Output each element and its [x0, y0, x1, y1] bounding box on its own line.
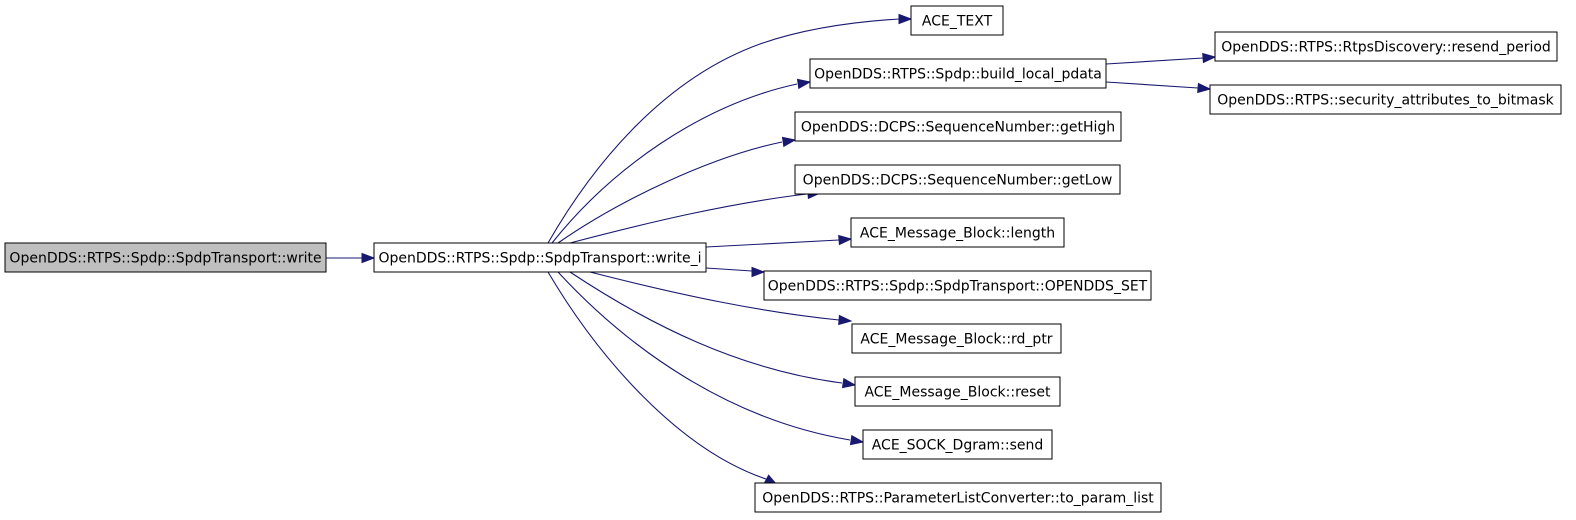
- node-label: OpenDDS::RTPS::Spdp::SpdpTransport::writ…: [378, 251, 701, 267]
- edges-layer: [326, 13, 1217, 486]
- edge-line: [569, 271, 843, 384]
- edge-arrowhead: [838, 314, 853, 326]
- node-label: OpenDDS::RTPS::RtpsDiscovery::resend_per…: [1221, 40, 1551, 56]
- edge-line: [705, 267, 753, 272]
- edge-line: [557, 141, 783, 244]
- node-box[interactable]: [4, 242, 327, 273]
- edge-arrowhead: [1202, 52, 1217, 64]
- node-build_local_pdata[interactable]: OpenDDS::RTPS::Spdp::build_local_pdata: [809, 58, 1107, 89]
- edge-write_i-to-reset: [569, 271, 857, 389]
- edge-arrowhead: [781, 136, 797, 148]
- node-label: ACE_Message_Block::reset: [864, 385, 1051, 401]
- node-box[interactable]: [809, 58, 1107, 89]
- edge-write_i-to-to_param_list: [547, 271, 779, 486]
- node-write_i[interactable]: OpenDDS::RTPS::Spdp::SpdpTransport::writ…: [373, 242, 707, 273]
- edge-write-to-write_i: [326, 252, 376, 264]
- edge-write_i-to-send: [557, 271, 865, 446]
- node-box[interactable]: [862, 429, 1053, 460]
- node-rd_ptr[interactable]: ACE_Message_Block::rd_ptr: [851, 323, 1062, 354]
- node-box[interactable]: [850, 217, 1065, 248]
- node-box[interactable]: [794, 164, 1121, 195]
- node-label: ACE_Message_Block::length: [860, 226, 1055, 242]
- edge-write_i-to-rd_ptr: [589, 271, 853, 326]
- edge-write_i-to-getLow: [569, 188, 822, 244]
- node-send[interactable]: ACE_SOCK_Dgram::send: [862, 429, 1053, 460]
- node-box[interactable]: [1209, 84, 1562, 115]
- node-box[interactable]: [910, 5, 1004, 36]
- edge-line: [551, 83, 798, 244]
- node-label: ACE_SOCK_Dgram::send: [872, 438, 1044, 454]
- edge-write_i-to-length: [705, 234, 853, 248]
- edge-write_i-to-build_local_pdata: [551, 78, 812, 244]
- node-box[interactable]: [763, 270, 1152, 301]
- node-box[interactable]: [851, 323, 1062, 354]
- node-label: OpenDDS::RTPS::Spdp::SpdpTransport::writ…: [9, 251, 321, 267]
- node-to_param_list[interactable]: OpenDDS::RTPS::ParameterListConverter::t…: [754, 482, 1162, 513]
- node-box[interactable]: [854, 376, 1061, 407]
- edge-write_i-to-getHigh: [557, 136, 797, 244]
- edge-line: [547, 18, 900, 244]
- node-opendds_set[interactable]: OpenDDS::RTPS::Spdp::SpdpTransport::OPEN…: [763, 270, 1152, 301]
- edge-arrowhead: [849, 434, 865, 446]
- edge-line: [1105, 57, 1204, 65]
- edge-write_i-to-ace_text: [547, 13, 913, 244]
- edge-arrowhead: [838, 234, 853, 246]
- node-resend_period[interactable]: OpenDDS::RTPS::RtpsDiscovery::resend_per…: [1214, 31, 1558, 62]
- edge-arrowhead: [796, 78, 812, 90]
- edge-arrowhead: [1197, 82, 1212, 94]
- node-box[interactable]: [1214, 31, 1558, 62]
- node-ace_text[interactable]: ACE_TEXT: [910, 5, 1004, 36]
- edge-line: [547, 271, 767, 480]
- edge-arrowhead: [361, 252, 376, 264]
- node-security_attributes[interactable]: OpenDDS::RTPS::security_attributes_to_bi…: [1209, 84, 1562, 115]
- node-label: OpenDDS::RTPS::security_attributes_to_bi…: [1217, 93, 1554, 109]
- node-length[interactable]: ACE_Message_Block::length: [850, 217, 1065, 248]
- node-label: OpenDDS::DCPS::SequenceNumber::getHigh: [801, 120, 1115, 136]
- node-box[interactable]: [373, 242, 707, 273]
- node-reset[interactable]: ACE_Message_Block::reset: [854, 376, 1061, 407]
- node-getHigh[interactable]: OpenDDS::DCPS::SequenceNumber::getHigh: [794, 111, 1122, 142]
- node-label: OpenDDS::RTPS::Spdp::build_local_pdata: [814, 67, 1102, 83]
- edge-line: [1105, 81, 1199, 89]
- edge-line: [705, 239, 840, 248]
- node-getLow[interactable]: OpenDDS::DCPS::SequenceNumber::getLow: [794, 164, 1121, 195]
- edge-arrowhead: [841, 377, 857, 389]
- node-label: OpenDDS::RTPS::Spdp::SpdpTransport::OPEN…: [768, 279, 1148, 295]
- node-label: OpenDDS::DCPS::SequenceNumber::getLow: [803, 173, 1113, 189]
- node-write[interactable]: OpenDDS::RTPS::Spdp::SpdpTransport::writ…: [4, 242, 327, 273]
- edge-line: [557, 271, 851, 441]
- edge-arrowhead: [898, 13, 913, 25]
- edge-line: [589, 271, 840, 321]
- edge-write_i-to-opendds_set: [705, 266, 766, 278]
- nodes-layer: OpenDDS::RTPS::Spdp::SpdpTransport::writ…: [4, 5, 1562, 513]
- node-box[interactable]: [754, 482, 1162, 513]
- edge-build_local_pdata-to-resend_period: [1105, 52, 1217, 65]
- node-label: OpenDDS::RTPS::ParameterListConverter::t…: [762, 491, 1154, 507]
- edge-build_local_pdata-to-security_attributes: [1105, 81, 1212, 94]
- node-label: ACE_TEXT: [922, 14, 993, 30]
- node-label: ACE_Message_Block::rd_ptr: [860, 332, 1052, 348]
- edge-line: [569, 193, 808, 244]
- node-box[interactable]: [794, 111, 1122, 142]
- edge-arrowhead: [751, 266, 766, 278]
